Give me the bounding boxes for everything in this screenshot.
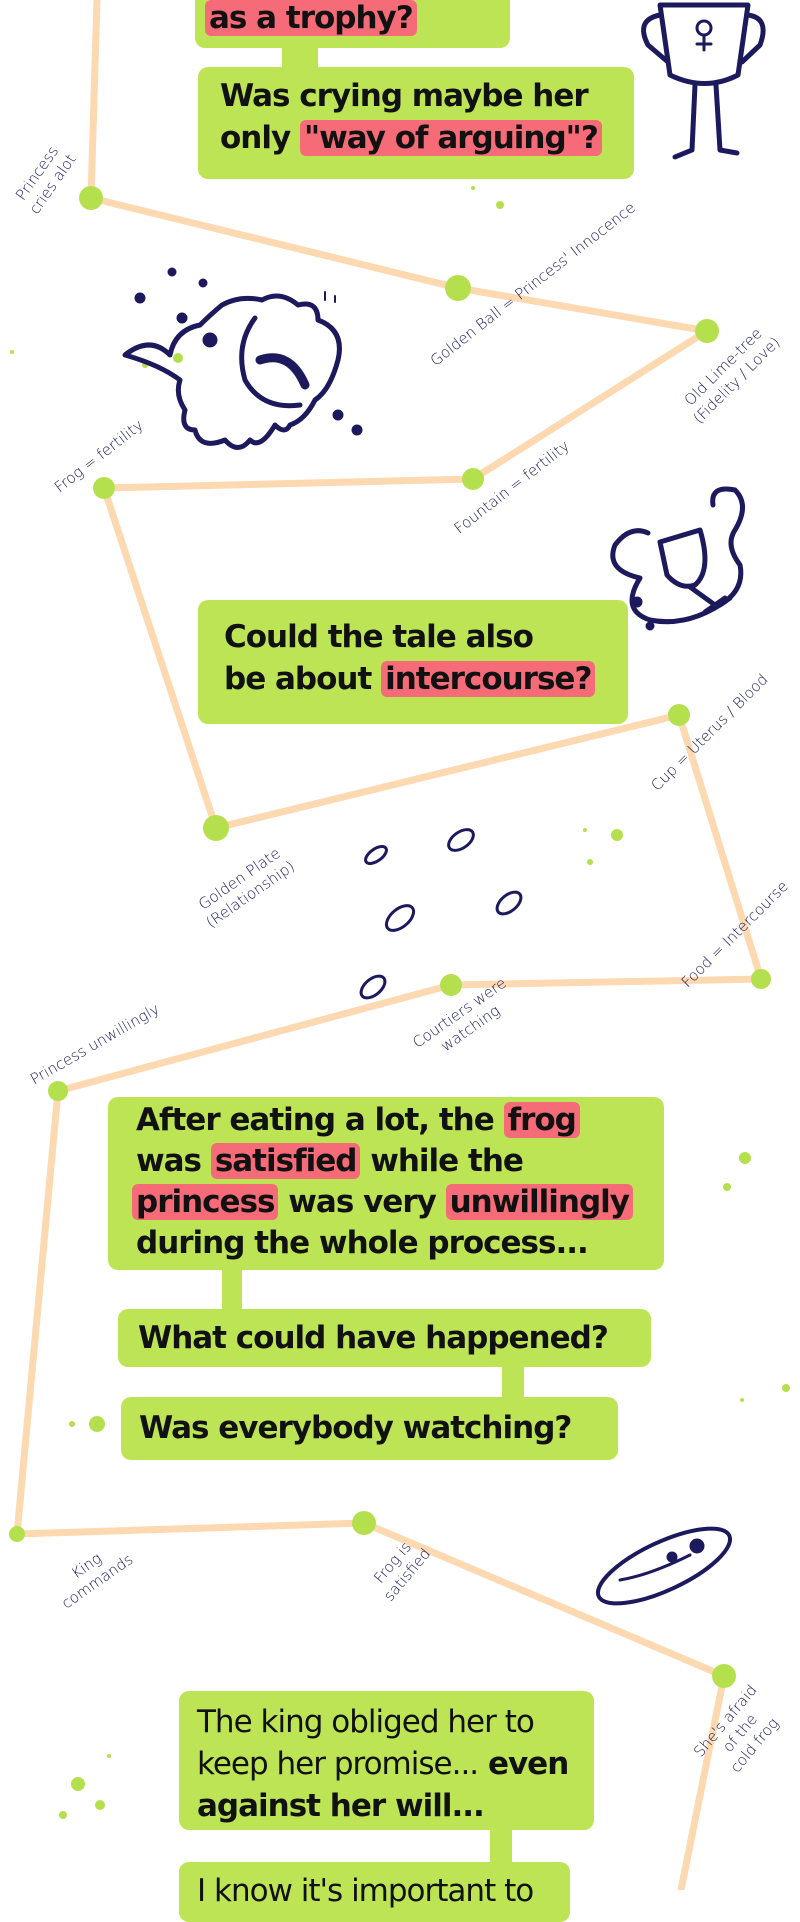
highlight: intercourse? [381, 661, 596, 697]
node-fountain [462, 468, 484, 490]
highlight: frog [503, 1102, 580, 1138]
highlight: satisfied [210, 1143, 361, 1179]
bubble-text: The king obliged her to [197, 1704, 535, 1740]
highlight: "way of arguing"? [300, 120, 602, 156]
node-cup [668, 704, 690, 726]
bubble-text: I know it's important to [197, 1873, 534, 1909]
highlight: princess [132, 1184, 279, 1220]
bubble-text: even [487, 1746, 569, 1782]
node-food [751, 969, 771, 989]
bubble-trophy: as a trophy? [195, 0, 510, 48]
ellipse-icon [595, 1526, 733, 1606]
bubble-eating: After eating a lot, the frog was satisfi… [108, 1097, 664, 1270]
node-golden-ball [445, 275, 471, 301]
frog-icon [122, 267, 363, 450]
connector [502, 1365, 524, 1400]
bubble-crying: Was crying maybe her only "way of arguin… [198, 67, 634, 179]
highlight: unwillingly [445, 1184, 633, 1220]
bubble-text: was very [288, 1184, 437, 1220]
eyes-icon [359, 828, 523, 1000]
bubble-watching: Was everybody watching? [121, 1397, 618, 1460]
bubble-text: was [136, 1143, 202, 1179]
bubble-intercourse: Could the tale also be about intercourse… [198, 600, 628, 724]
node-courtiers [440, 974, 462, 996]
bubble-text: while the [370, 1143, 524, 1179]
bubble-king: The king obliged her to keep her promise… [179, 1691, 594, 1830]
bubble-important: I know it's important to [179, 1862, 570, 1922]
highlight: as a trophy? [205, 0, 417, 36]
bubble-text: What could have happened? [138, 1320, 609, 1356]
node-frog-satisfied [352, 1511, 376, 1535]
bubble-text: Was crying maybe her [220, 78, 589, 114]
node-princess-cries [79, 186, 103, 210]
node-afraid [712, 1664, 736, 1688]
node-princess-unwilling [48, 1081, 68, 1101]
connector [282, 46, 318, 70]
node-lime-tree [695, 319, 719, 343]
bubble-text: After eating a lot, the [136, 1102, 495, 1138]
trophy-female-icon [641, 2, 766, 160]
bubble-text: Was everybody watching? [139, 1410, 572, 1446]
node-golden-plate [203, 815, 229, 841]
bubble-text: against her will... [197, 1788, 485, 1824]
bubble-text: during the whole process... [136, 1225, 589, 1261]
node-frog [93, 477, 115, 499]
connector [222, 1268, 242, 1312]
bubble-happened: What could have happened? [118, 1309, 651, 1367]
path-nodes [9, 186, 790, 1819]
cup-icon [610, 486, 745, 631]
bubble-text: Could the tale also [224, 619, 534, 655]
bubble-text: be about [224, 661, 372, 697]
bubble-text: only [220, 120, 291, 156]
node-king [9, 1526, 25, 1542]
connector [490, 1828, 512, 1864]
bubble-text: keep her promise... [197, 1746, 479, 1782]
